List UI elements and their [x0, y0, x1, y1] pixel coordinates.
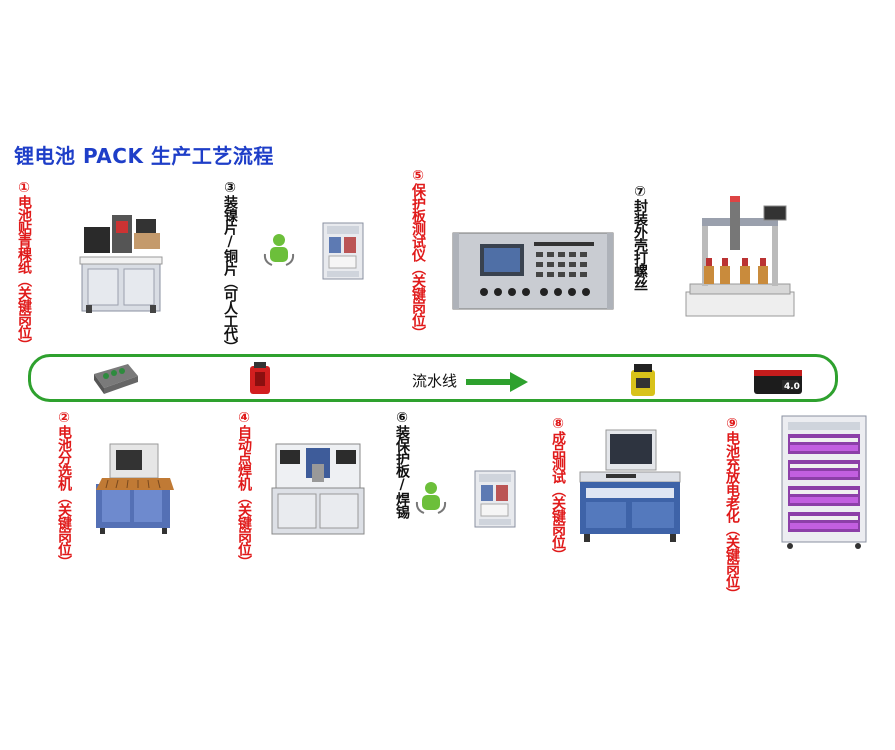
finished-product-tester-image: [579, 429, 681, 542]
cell-pack-image: [94, 364, 138, 394]
worker-icon: [263, 234, 295, 266]
cell-sorting-machine-image: [96, 443, 174, 534]
paper-sticking-machine-image: [79, 215, 163, 313]
soldering-cabinet-image: [474, 470, 516, 528]
step-1-label: ①电池贴青稞纸（关键岗位）: [16, 180, 32, 351]
step-6-label: ⑥装保护板/焊锡: [394, 410, 410, 518]
step-3-label: ③装镍片/铜片（可人工代）: [222, 180, 238, 353]
step-9-label: ⑨电池充放电老化（关键岗位）: [724, 416, 740, 600]
spot-welding-machine-image: [271, 443, 365, 535]
diagram-title: 锂电池 PACK 生产工艺流程: [14, 144, 274, 168]
battery-badge-text: 4.0: [784, 382, 800, 392]
step-8-label: ⑧成品测试（关键岗位）: [550, 416, 566, 561]
red-cell-image: [250, 362, 270, 394]
protection-board-tester-image: [452, 232, 614, 310]
aging-cabinet-image: [781, 415, 867, 549]
screw-fastening-machine-image: [685, 196, 795, 317]
step-4-label: ④自动点焊机（关键岗位）: [236, 410, 252, 568]
arrow-right-icon: [466, 372, 528, 392]
yellow-battery-pack-image: [631, 364, 655, 396]
step-7-label: ⑦封装外壳打螺丝: [632, 184, 648, 290]
tool-battery-image: 4.0: [754, 370, 802, 394]
assembly-line-loop: [28, 354, 838, 402]
assembly-line-label: 流水线: [412, 372, 458, 390]
nickel-welder-cabinet-image: [322, 222, 364, 280]
step-2-label: ②电池分选机（关键岗位）: [56, 410, 72, 568]
step-5-label: ⑤保护板测试仪（关键岗位）: [410, 168, 426, 339]
worker-icon-2: [415, 482, 447, 514]
